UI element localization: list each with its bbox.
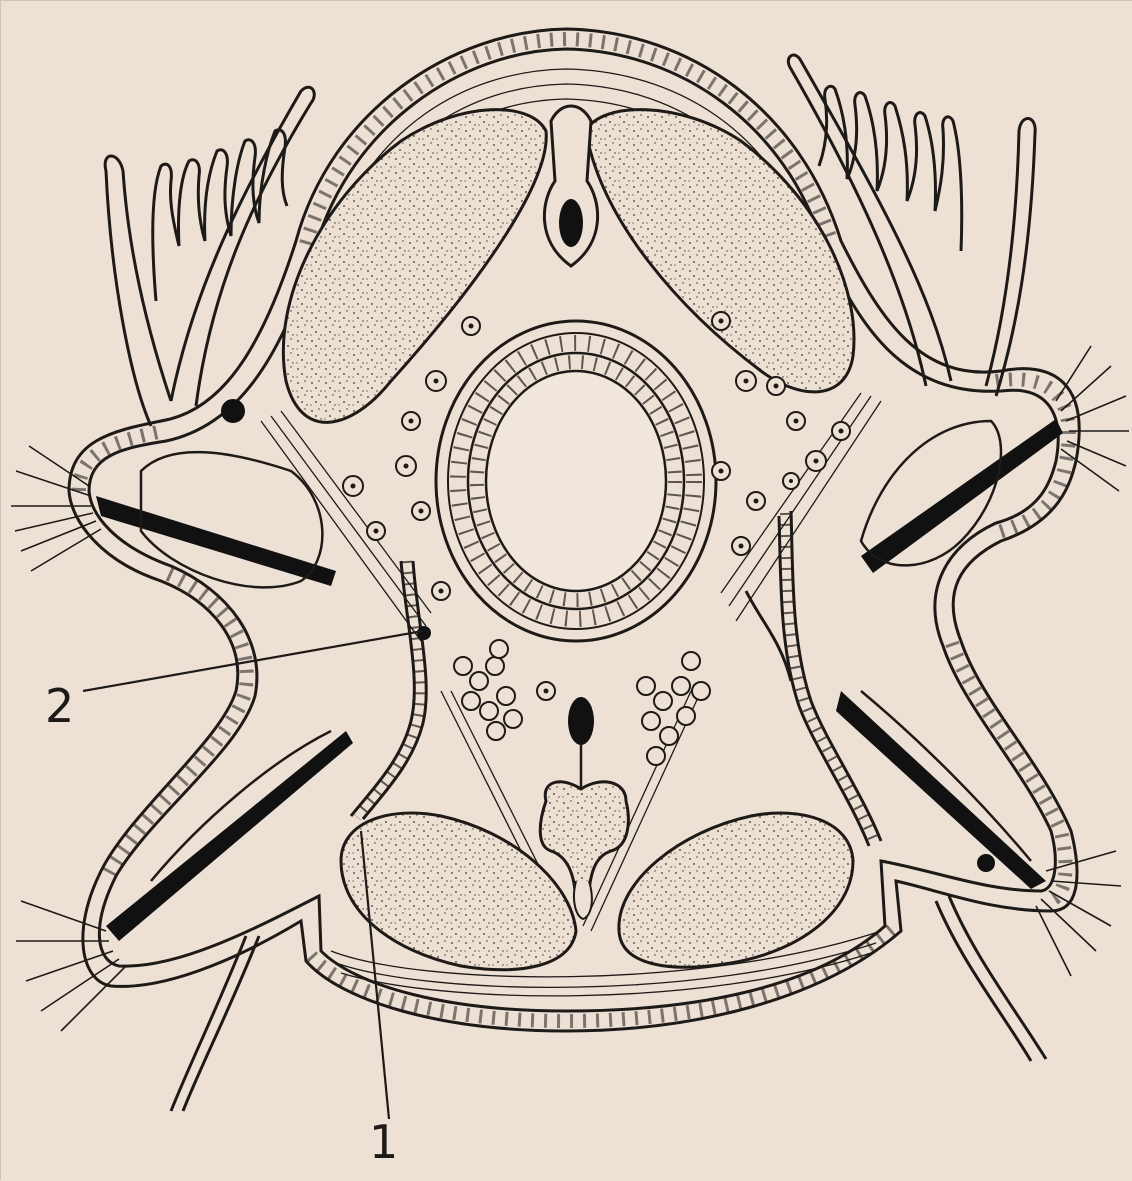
label-1: 1	[369, 1119, 398, 1165]
dorsal-blood-vessel	[544, 106, 597, 266]
label-2: 2	[45, 683, 74, 729]
